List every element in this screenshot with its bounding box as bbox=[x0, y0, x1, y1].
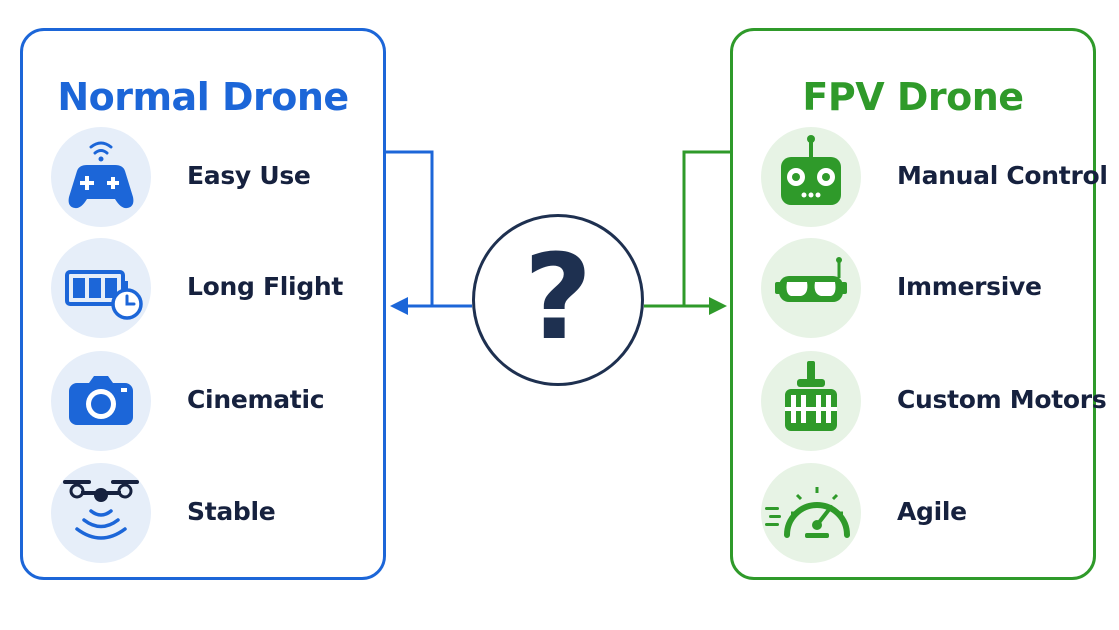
feature-manual-control: Manual Control bbox=[761, 127, 1108, 227]
fpv-goggles-icon bbox=[775, 257, 847, 302]
gamepad-icon bbox=[68, 141, 134, 209]
question-circle: ? bbox=[472, 214, 644, 386]
feature-agile: Agile bbox=[761, 463, 1081, 563]
feature-easy-use: Easy Use bbox=[51, 127, 371, 227]
panel-title: FPV Drone bbox=[802, 75, 1024, 119]
feature-label: Immersive bbox=[897, 272, 1042, 301]
battery-clock-icon bbox=[65, 270, 143, 320]
drone-signal-icon bbox=[63, 480, 139, 540]
feature-label: Long Flight bbox=[187, 272, 344, 301]
motor-icon bbox=[785, 361, 837, 431]
normal-drone-panel: Normal Drone Easy Use bbox=[20, 28, 386, 580]
left-arrowhead bbox=[390, 297, 408, 315]
feature-custom-motors: Custom Motors bbox=[761, 351, 1107, 451]
camera-icon bbox=[69, 376, 133, 425]
feature-label: Easy Use bbox=[187, 161, 311, 190]
feature-label: Stable bbox=[187, 497, 276, 526]
right-arrowhead bbox=[709, 297, 727, 315]
feature-cinematic: Cinematic bbox=[51, 351, 371, 451]
feature-label: Custom Motors bbox=[897, 385, 1107, 414]
feature-label: Manual Control bbox=[897, 161, 1108, 190]
fpv-drone-panel: FPV Drone Manual Control bbox=[730, 28, 1108, 580]
radio-controller-icon bbox=[781, 135, 841, 205]
panel-title: Normal Drone bbox=[57, 75, 349, 119]
feature-immersive: Immersive bbox=[761, 238, 1081, 338]
question-mark: ? bbox=[523, 228, 593, 366]
right-connector bbox=[644, 150, 730, 308]
feature-stable: Stable bbox=[51, 463, 371, 563]
feature-label: Cinematic bbox=[187, 385, 325, 414]
feature-long-flight: Long Flight bbox=[51, 238, 371, 338]
feature-label: Agile bbox=[897, 497, 967, 526]
left-connector bbox=[386, 150, 472, 308]
speedometer-icon bbox=[765, 487, 850, 538]
